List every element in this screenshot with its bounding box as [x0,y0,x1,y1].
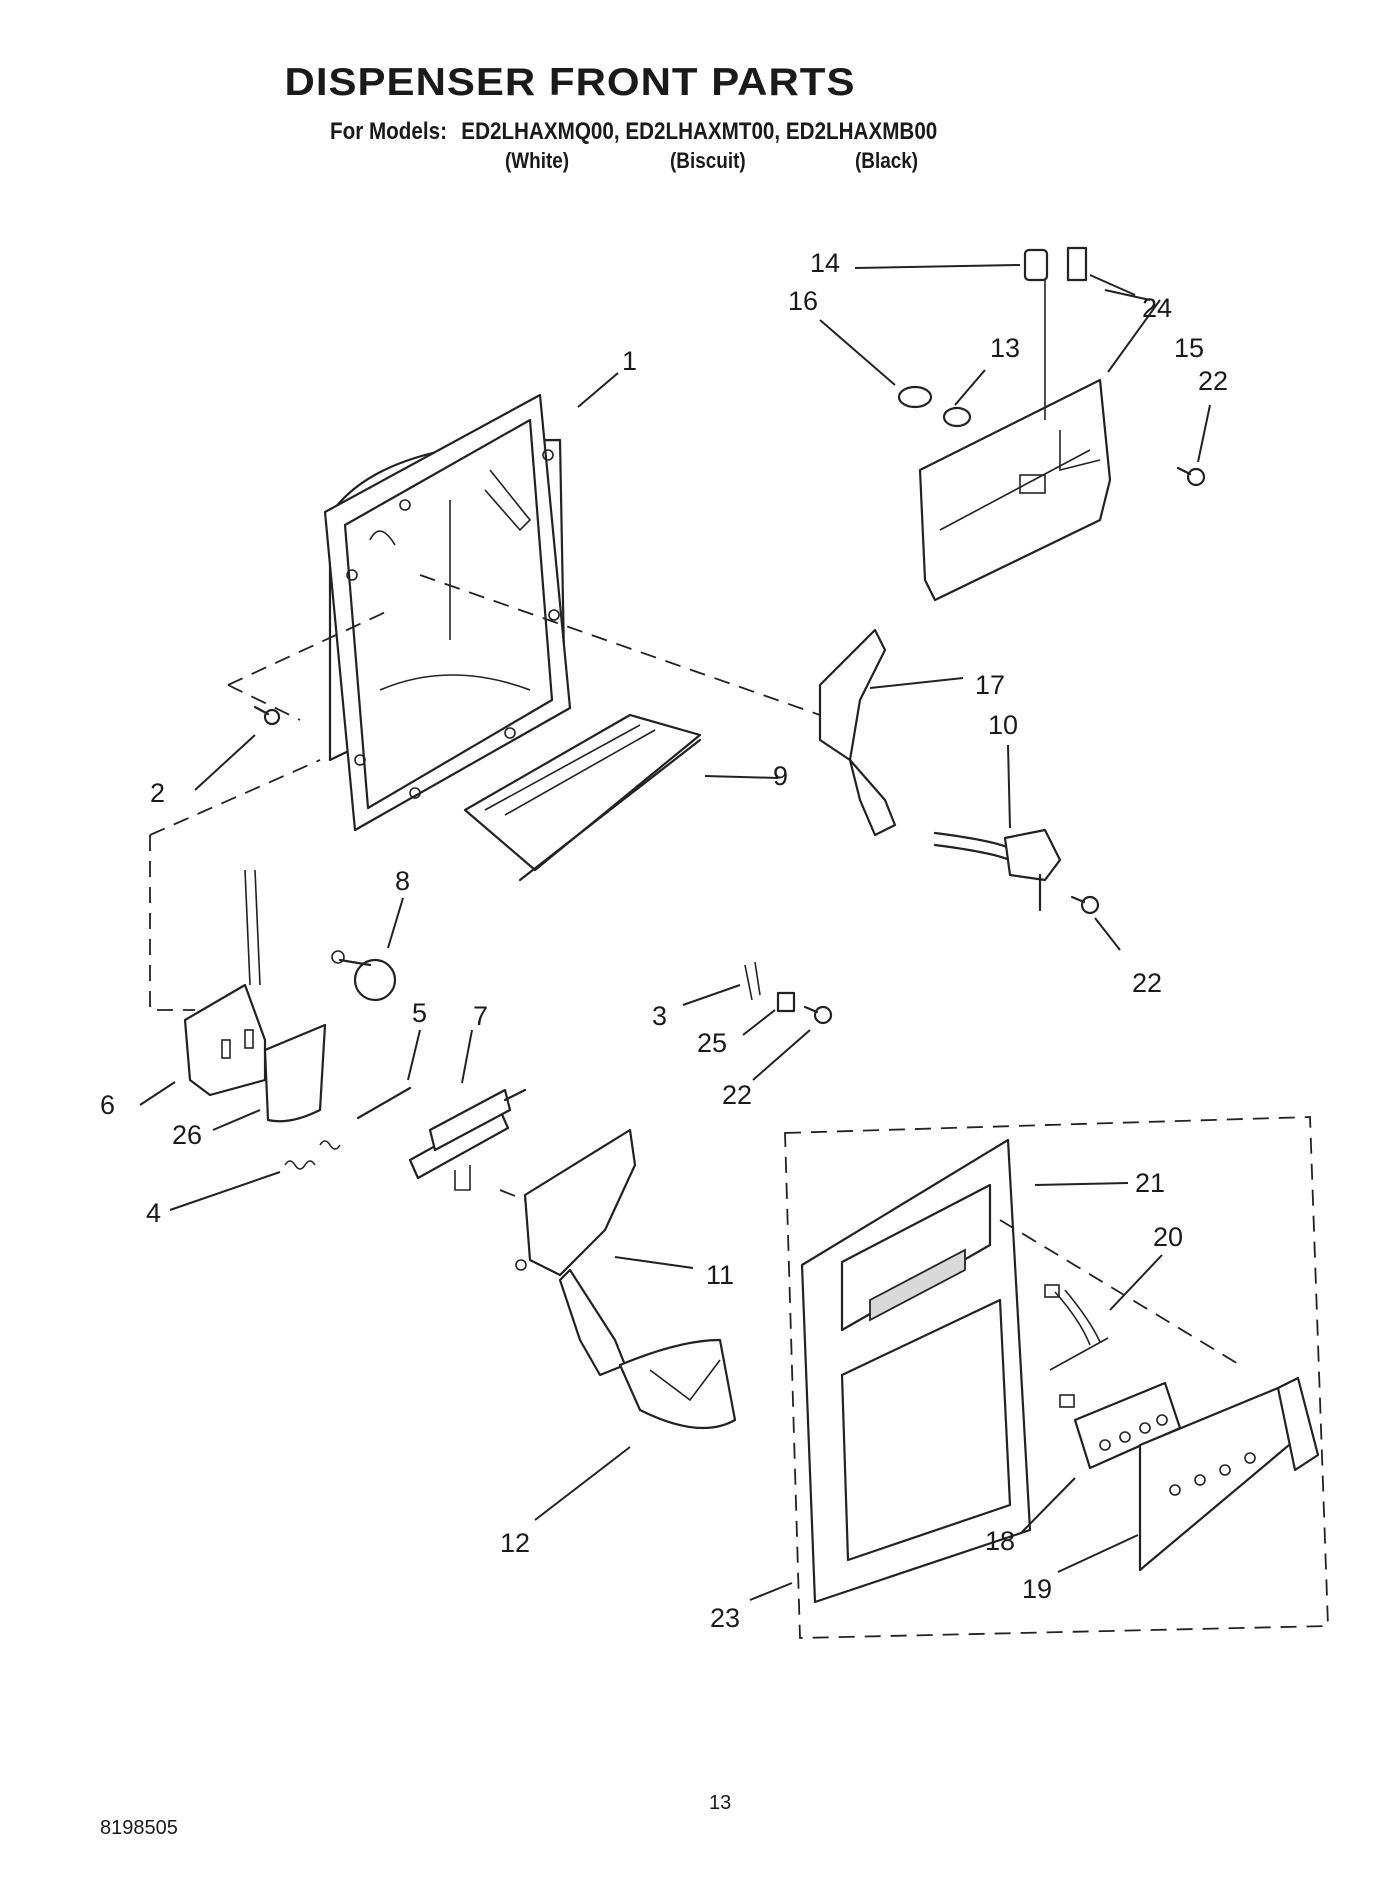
callout-13: 13 [990,333,1021,363]
model-list: For Models: ED2LHAXMQ00, ED2LHAXMT00, ED… [330,118,937,146]
callout-26: 26 [172,1120,203,1150]
part-15-water-module [918,378,1112,602]
part-24-switch-cover [1066,246,1088,282]
part-12-ice-chute [618,1338,737,1430]
callout-20: 20 [1153,1222,1184,1252]
part-4-spring [284,1140,341,1170]
part-20-wire-harness [1044,1284,1109,1408]
callout-10: 10 [988,710,1019,740]
part-13-bulb-socket [942,406,972,428]
part-22-screw-lower [803,1005,833,1025]
callout-8: 8 [395,866,411,896]
callout-6: 6 [100,1090,116,1120]
callout-17: 17 [975,670,1006,700]
document-number: 8198505 [100,1817,178,1839]
callout-18: 18 [985,1526,1016,1556]
callout-7: 7 [473,1001,489,1031]
part-22-screw-middle [1070,895,1100,915]
models-label: For Models: [330,118,447,145]
part-26-cover-plate [263,1023,327,1123]
part-8-solenoid [331,950,397,1002]
part-9-drip-tray [463,713,702,882]
part-3-clip [744,961,761,1001]
callout-12: 12 [500,1528,531,1558]
part-17-water-lever [818,628,897,837]
part-1-housing [323,393,572,832]
callout-25: 25 [697,1028,728,1058]
callout-15: 15 [1174,333,1205,363]
callout-22-lower: 22 [722,1080,753,1110]
part-21-dispenser-front-panel [800,1138,1032,1604]
variant-white: (White) [505,148,570,173]
part-16-bulb [897,385,933,409]
part-25-bracket [776,991,796,1013]
part-7-actuator [408,1088,527,1191]
page-title: DISPENSER FRONT PARTS [284,59,856,104]
callout-1: 1 [622,346,638,376]
callout-22-middle: 22 [1132,968,1163,998]
callout-4: 4 [146,1198,162,1228]
callout-23: 23 [710,1603,741,1633]
variant-biscuit: (Biscuit) [670,148,746,173]
model-code-black: ED2LHAXMB00 [785,118,938,145]
callout-22-upper: 22 [1198,366,1229,396]
model-code-white: ED2LHAXMQ00, [461,118,620,145]
callout-21: 21 [1135,1168,1166,1198]
part-5-pin [356,1086,412,1120]
variant-black: (Black) [855,148,919,173]
part-10-water-tube [933,828,1062,912]
callout-2: 2 [150,778,166,808]
page-number: 13 [709,1792,732,1814]
part-14-light-switch [1023,248,1049,420]
callout-11: 11 [706,1260,735,1290]
callout-5: 5 [412,998,428,1028]
callout-16: 16 [788,286,819,316]
callout-9: 9 [773,761,789,791]
part-11-ice-lever [515,1128,637,1377]
assembly-boundary [784,1116,1329,1639]
callout-24: 24 [1142,293,1173,323]
callout-19: 19 [1022,1574,1053,1604]
part-6-dispenser-motor-block [183,869,267,1097]
part-2-screw [253,705,281,726]
part-19-control-panel-cover [1138,1376,1320,1572]
callout-3: 3 [652,1001,668,1031]
model-code-biscuit: ED2LHAXMT00, [625,118,781,145]
part-22-screw-upper [1176,466,1206,487]
callout-14: 14 [810,248,841,278]
